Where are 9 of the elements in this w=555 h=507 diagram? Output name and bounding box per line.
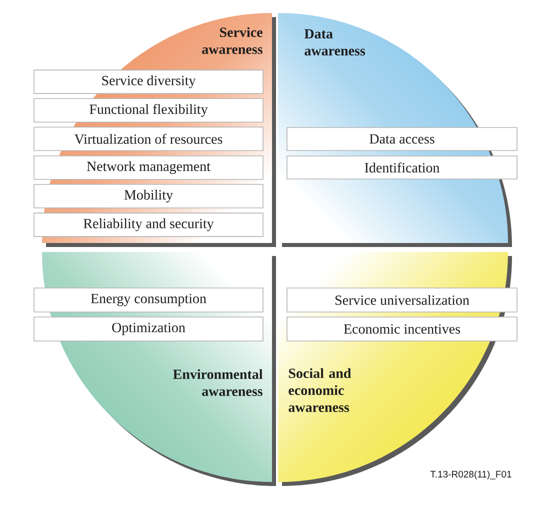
figure-code: T.13-R028(11)_F01 — [430, 470, 512, 480]
feature-box: Network management — [34, 155, 264, 180]
feature-box: Identification — [286, 156, 518, 180]
feature-box: Reliability and security — [34, 212, 264, 237]
feature-box: Energy consumption — [34, 288, 264, 312]
feature-box: Optimization — [34, 316, 264, 342]
feature-box: Economic incentives — [286, 316, 518, 342]
feature-box: Service universalization — [286, 288, 518, 312]
feature-box: Mobility — [34, 184, 264, 208]
